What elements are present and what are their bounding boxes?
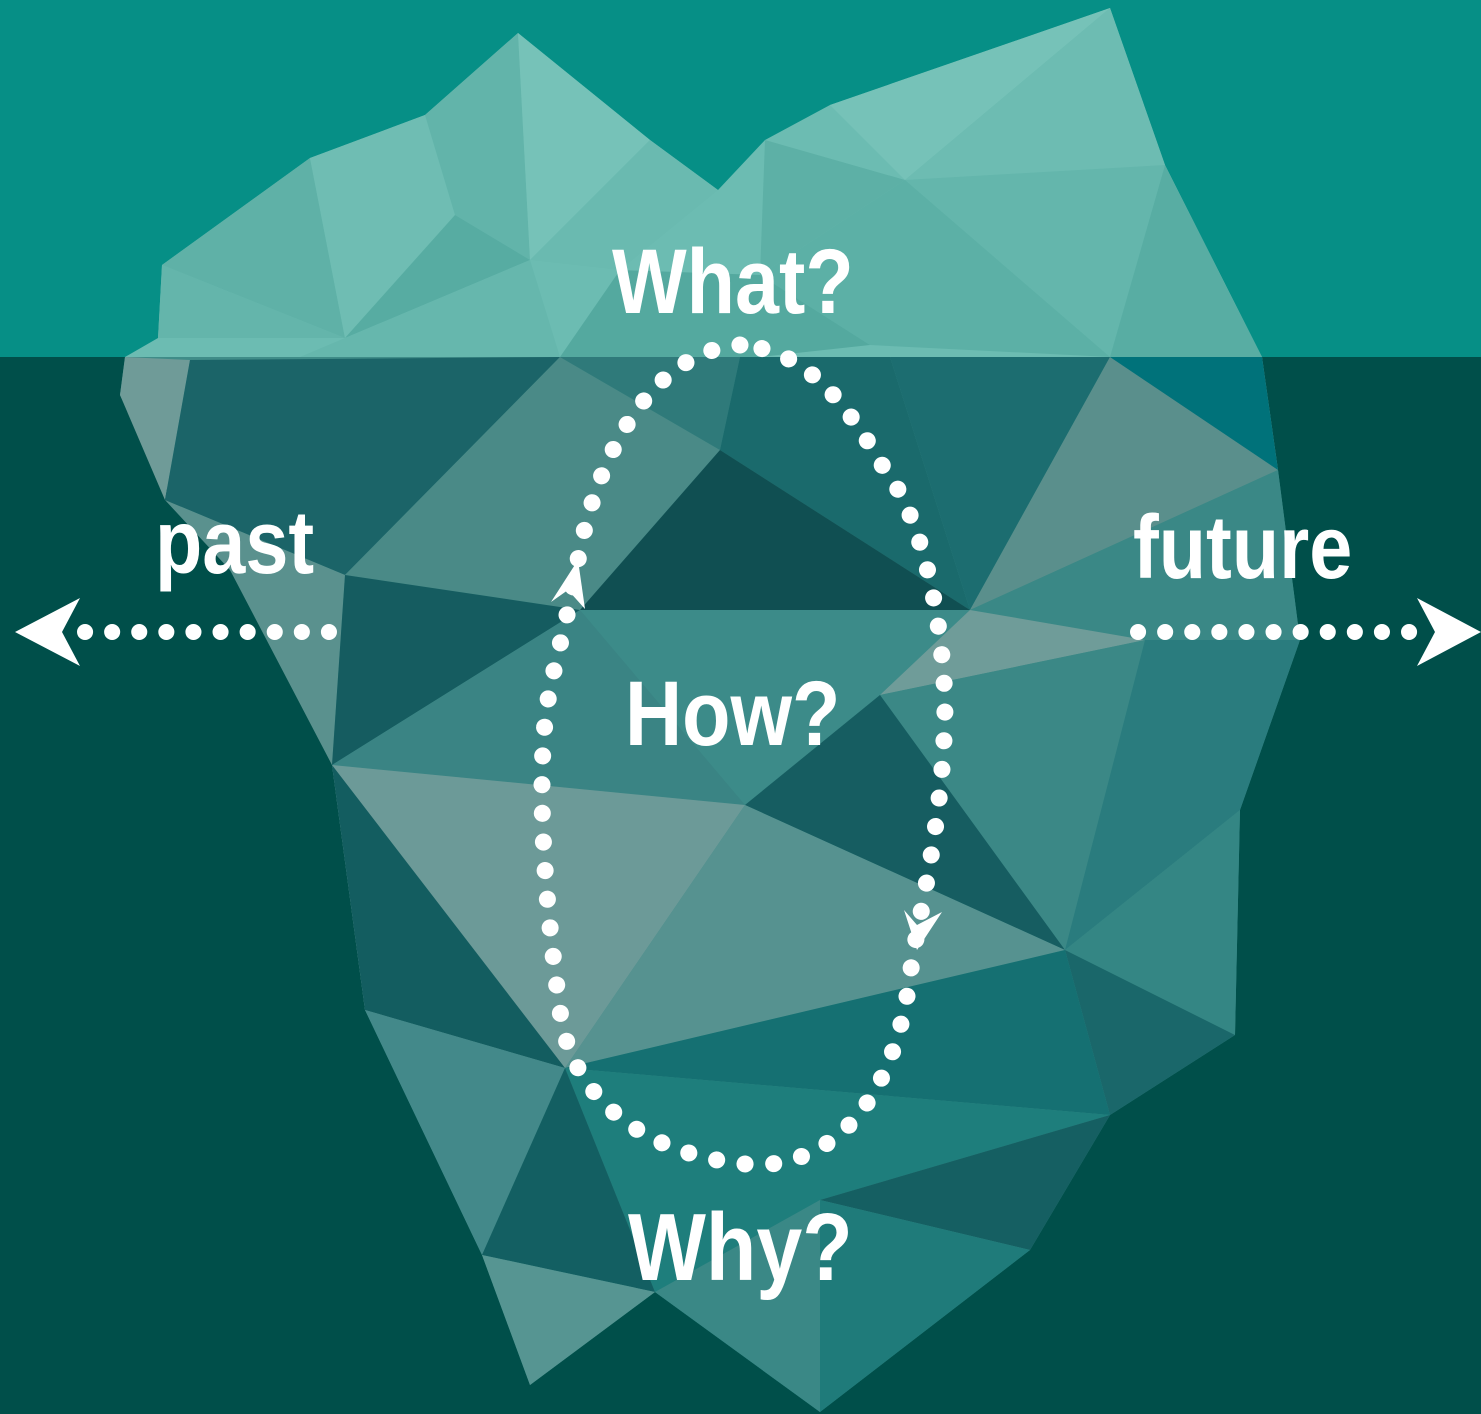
- label-how: How?: [625, 663, 841, 765]
- timeline-left-arrow-icon: [15, 598, 364, 666]
- label-past: past: [155, 493, 315, 593]
- cycle-arrowhead-up-icon: [551, 560, 585, 609]
- cycle-arrowhead-down-icon: [904, 910, 942, 950]
- cycle-arrowheads: [551, 560, 942, 950]
- label-why: Why?: [628, 1194, 853, 1301]
- timeline-right-arrow-icon: [1130, 598, 1481, 666]
- label-what: What?: [612, 231, 854, 333]
- iceberg-body: [120, 357, 1300, 1412]
- iceberg-tip: [125, 8, 1262, 357]
- label-future: future: [1133, 498, 1353, 598]
